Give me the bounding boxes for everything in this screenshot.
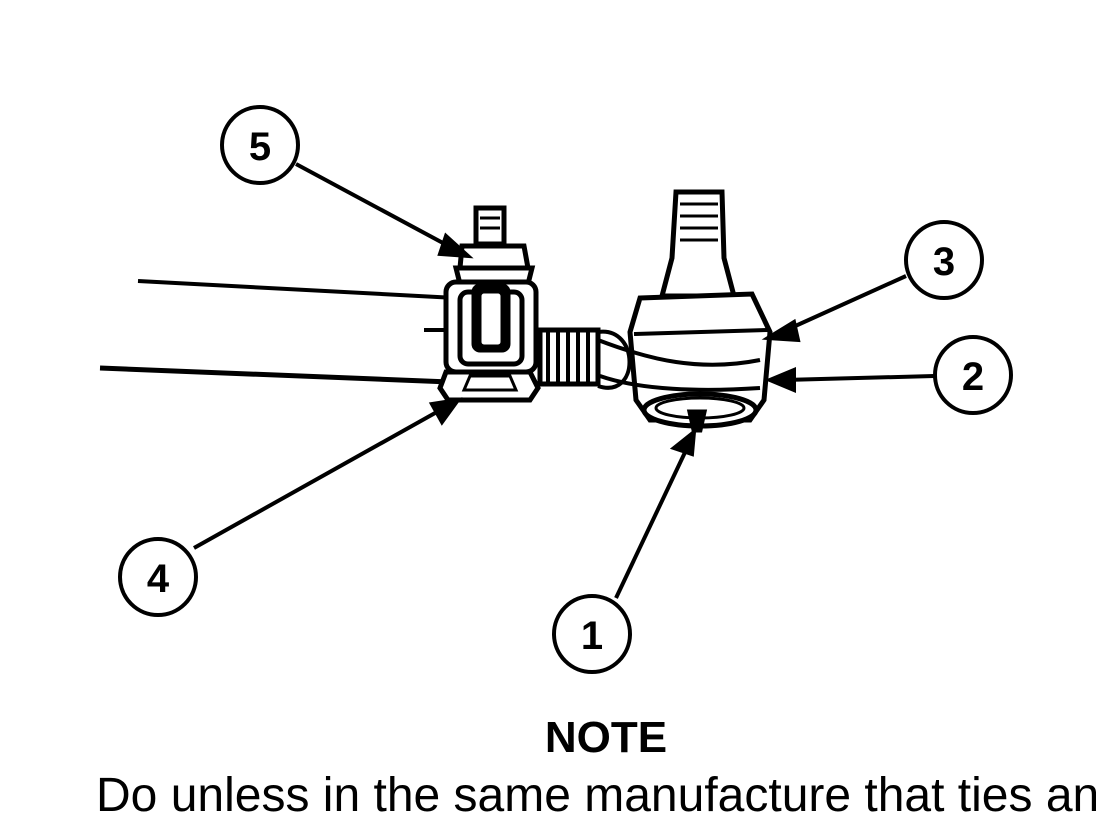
clamp-assembly	[437, 205, 541, 403]
svg-text:1: 1	[581, 614, 603, 658]
note-heading: NOTE	[544, 713, 668, 762]
threaded-sleeve	[537, 327, 601, 387]
tie-rod-tubes	[99, 279, 457, 385]
callout-2: 2	[933, 335, 1013, 415]
callout-5: 5	[220, 105, 300, 185]
ball-joint-housing	[597, 189, 773, 433]
callout-1: 1	[552, 594, 632, 674]
note-body-text: Do unless in the same manufacture that t…	[96, 769, 1096, 822]
tie-rod-end-diagram: 5 3 2 4 1	[99, 105, 1013, 674]
callout-4: 4	[118, 537, 198, 617]
svg-text:5: 5	[249, 125, 271, 169]
svg-text:2: 2	[962, 355, 984, 399]
svg-text:4: 4	[147, 557, 170, 601]
leader-lines	[193, 162, 935, 599]
callout-3: 3	[904, 220, 984, 300]
svg-text:3: 3	[933, 240, 955, 284]
